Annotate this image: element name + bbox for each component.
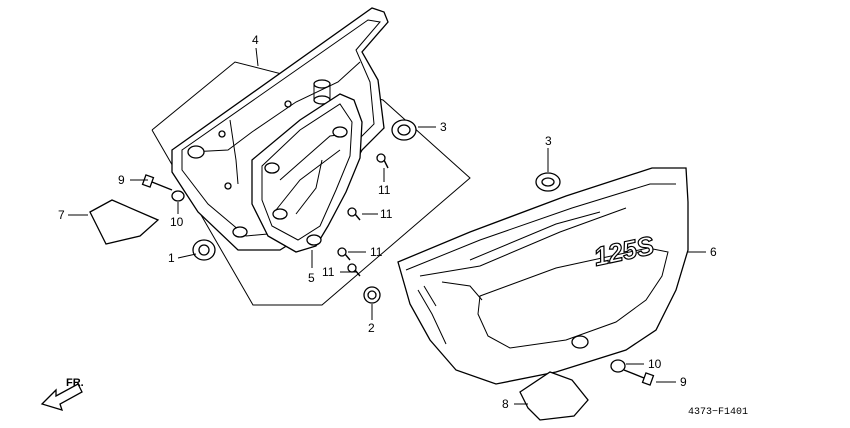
callout-9: 9 xyxy=(118,173,125,187)
callout-11: 11 xyxy=(322,265,335,279)
callout-numbers: 4 3 3 9 10 7 1 11 11 11 11 5 2 6 10 9 8 xyxy=(58,33,717,411)
front-direction-arrow: FR. xyxy=(40,377,84,411)
part-5-inner-bracket xyxy=(251,93,363,253)
drawing-code: 4373−F1401 xyxy=(688,407,748,418)
callout-5: 5 xyxy=(308,271,315,285)
callout-2: 2 xyxy=(368,321,375,335)
callout-10: 10 xyxy=(648,357,662,371)
front-direction-label: FR. xyxy=(66,377,84,389)
callout-8: 8 xyxy=(502,397,509,411)
callout-10: 10 xyxy=(170,215,184,229)
callout-1: 1 xyxy=(168,251,175,265)
part-11-screw-d xyxy=(347,263,361,277)
callout-9: 9 xyxy=(680,375,687,389)
part-9-bolt-right xyxy=(623,369,655,386)
callout-11: 11 xyxy=(378,183,391,197)
callout-6: 6 xyxy=(710,245,717,259)
part-11-screw-c xyxy=(337,247,351,261)
part-2-grommet xyxy=(363,286,381,304)
part-10-collar-right xyxy=(610,359,626,373)
callout-3: 3 xyxy=(440,120,447,134)
callout-4: 4 xyxy=(252,33,259,47)
part-11-screw-a xyxy=(376,153,389,169)
leader-lines xyxy=(68,47,706,405)
callout-7: 7 xyxy=(58,208,65,222)
part-7-label-sheet xyxy=(89,199,160,245)
part-11-screw-b xyxy=(347,207,361,221)
part-3-grommet-upper xyxy=(391,119,417,141)
callout-3: 3 xyxy=(545,134,552,148)
part-6-side-cover: 125S xyxy=(397,167,689,385)
callout-11: 11 xyxy=(380,207,393,221)
part-8-label-sheet xyxy=(519,371,589,421)
part-3-grommet-right xyxy=(535,172,561,192)
part-9-bolt-left xyxy=(141,174,173,191)
part-1-grommet xyxy=(192,239,216,261)
assembly-boundary xyxy=(151,61,471,306)
callout-11: 11 xyxy=(370,245,383,259)
part-10-collar-left xyxy=(171,190,185,202)
